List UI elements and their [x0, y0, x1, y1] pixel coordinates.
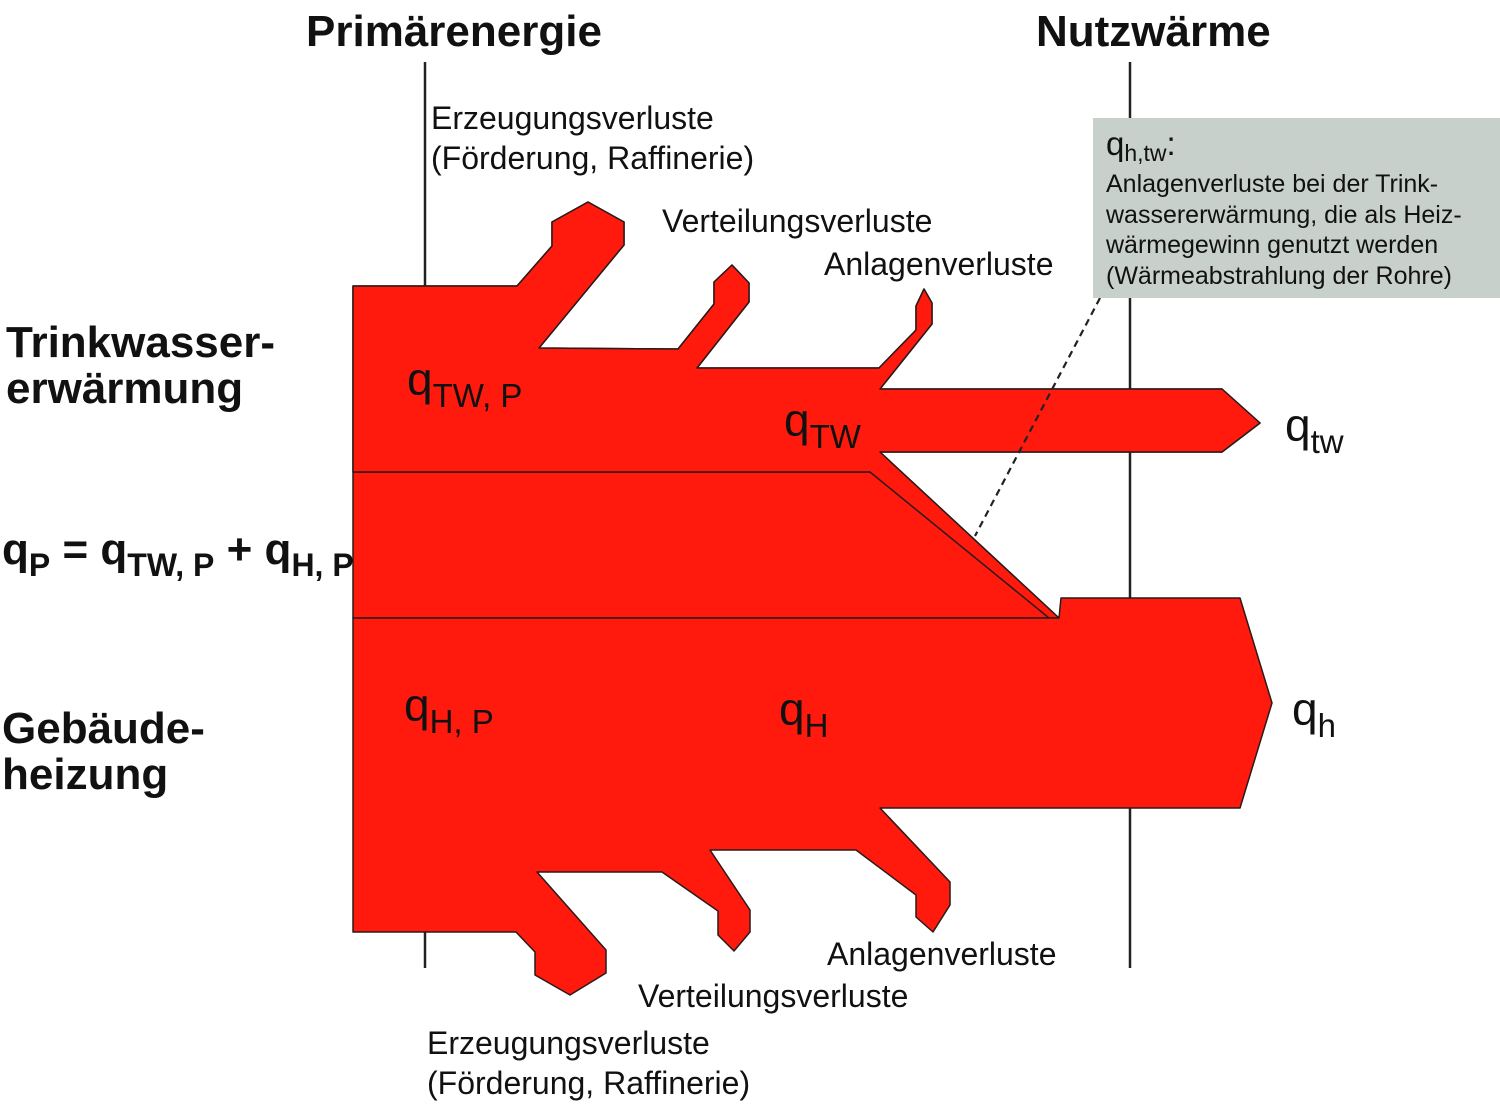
- bottom-generation-loss-line1: Erzeugungsverluste: [427, 1025, 710, 1061]
- formula-q1: q: [2, 525, 29, 574]
- note-title-suffix: :: [1166, 125, 1176, 162]
- building-heating-label-line2: heizung: [2, 750, 169, 799]
- drinking-water-main-band: [352, 201, 1261, 619]
- q-tw-output-base: q: [1285, 399, 1311, 451]
- q-tw-base: q: [784, 394, 810, 446]
- formula-sub-p: P: [28, 547, 51, 583]
- q-h-base: q: [779, 683, 805, 735]
- q-tw-output-sub: tw: [1310, 423, 1344, 460]
- heat-gain-note-box: qh,tw: Anlagenverluste bei der Trink- wa…: [1093, 118, 1500, 298]
- formula-equals: =: [50, 525, 101, 574]
- q-tw-p-sub: TW, P: [432, 377, 523, 414]
- drinking-water-label-line1: Trinkwasser-: [6, 318, 276, 367]
- top-generation-loss-label: Erzeugungsverluste (Förderung, Raffineri…: [431, 98, 754, 178]
- bottom-generation-loss-label: Erzeugungsverluste (Förderung, Raffineri…: [427, 1023, 750, 1103]
- q-h-label: qH: [779, 686, 828, 742]
- top-generation-loss-line1: Erzeugungsverluste: [431, 100, 714, 136]
- formula-q2: q: [100, 525, 128, 574]
- q-tw-p-base: q: [407, 353, 433, 405]
- top-distribution-loss-label: Verteilungsverluste: [662, 203, 933, 239]
- note-line-1: Anlagenverluste bei der Trink-: [1106, 170, 1439, 198]
- q-h-p-sub: H, P: [429, 703, 494, 740]
- q-tw-output-label: qtw: [1285, 402, 1344, 458]
- formula-sub-tw-p: TW, P: [127, 547, 215, 583]
- note-leader-line: [974, 297, 1101, 537]
- bottom-system-loss-label: Anlagenverluste: [827, 936, 1057, 972]
- building-heating-label: Gebäude- heizung: [2, 706, 205, 798]
- drinking-water-label: Trinkwasser- erwärmung: [6, 320, 275, 412]
- q-h-output-sub: h: [1317, 707, 1336, 744]
- q-h-p-base: q: [404, 679, 430, 731]
- useful-heat-heading: Nutzwärme: [1036, 7, 1271, 56]
- building-heating-label-line1: Gebäude-: [2, 704, 205, 753]
- q-tw-p-label: qTW, P: [407, 356, 522, 412]
- bottom-generation-loss-line2: (Förderung, Raffinerie): [427, 1065, 751, 1101]
- bottom-distribution-loss-label: Verteilungsverluste: [638, 978, 909, 1014]
- formula-plus: +: [214, 525, 265, 574]
- primary-energy-formula: qP = qTW, P + qH, P: [2, 525, 354, 583]
- q-tw-sub: TW: [809, 418, 861, 455]
- primary-energy-heading: Primärenergie: [306, 7, 602, 56]
- drinking-water-label-line2: erwärmung: [6, 364, 244, 413]
- formula-q3: q: [264, 525, 292, 574]
- q-h-sub: H: [804, 707, 829, 744]
- q-h-output-label: qh: [1292, 686, 1336, 742]
- q-tw-label: qTW: [784, 397, 861, 453]
- note-line-3: wärmegewinn genutzt werden: [1106, 231, 1439, 259]
- formula-sub-h-p: H, P: [291, 547, 354, 583]
- note-line-2: wassererwärmung, die als Heiz-: [1106, 200, 1462, 229]
- q-h-p-label: qH, P: [404, 682, 494, 738]
- top-system-loss-label: Anlagenverluste: [824, 246, 1054, 282]
- building-heating-flow: [352, 597, 1273, 996]
- note-title-sub: h,tw: [1124, 140, 1167, 166]
- note-line-4: (Wärmeabstrahlung der Rohre): [1106, 261, 1452, 290]
- top-generation-loss-line2: (Förderung, Raffinerie): [431, 140, 755, 176]
- note-title: qh,tw:: [1106, 125, 1491, 169]
- q-h-output-base: q: [1292, 683, 1318, 735]
- note-title-base: q: [1106, 125, 1125, 162]
